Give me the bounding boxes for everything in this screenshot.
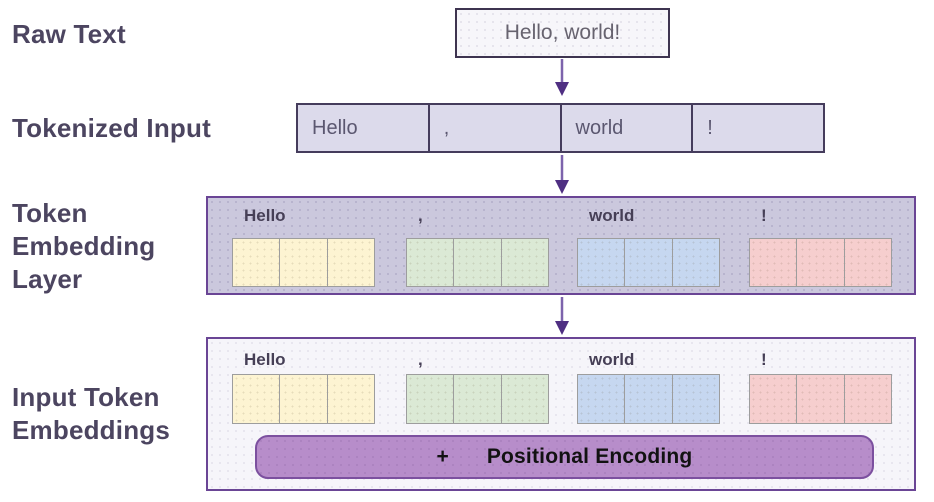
embedding-vector [749, 238, 892, 287]
embedding-group-label: world [589, 350, 635, 369]
embedding-cell [673, 239, 719, 286]
embedding-group-label: , [418, 206, 423, 225]
raw-text-box: Hello, world! [455, 8, 670, 58]
embedding-cell [673, 375, 719, 423]
flow-arrow-raw-to-tokens [555, 59, 569, 96]
embedding-cell [578, 375, 626, 423]
embedding-cell [502, 239, 548, 286]
embedding-vector [749, 374, 892, 424]
embedding-cell [280, 239, 328, 286]
embedding-cell [578, 239, 626, 286]
embedding-vector [232, 238, 375, 287]
token-embedding-layer-box: Hello , world ! [206, 196, 916, 295]
embedding-group-label: world [589, 206, 635, 225]
embedding-cell [625, 375, 673, 423]
stage-label-token-embedding-layer: Token Embedding Layer [12, 198, 156, 294]
embedding-cell [233, 375, 281, 423]
embedding-cell [407, 239, 455, 286]
stage-label-tokenized-input: Tokenized Input [12, 113, 211, 143]
tokenized-input-row: Hello , world ! [296, 103, 825, 153]
flow-arrow-embedding-to-input [555, 297, 569, 335]
input-token-embeddings-box: Hello , world ! [206, 337, 916, 491]
embedding-group-label: Hello [244, 206, 286, 225]
embedding-cell [407, 375, 455, 423]
embedding-vector [232, 374, 375, 424]
raw-text-value: Hello, world! [504, 21, 621, 44]
stage-label-input-token-embeddings: Input Token Embeddings [12, 382, 171, 445]
embedding-vector [406, 238, 549, 287]
positional-encoding-label: Positional Encoding [486, 445, 693, 468]
embedding-cell [280, 375, 328, 423]
stage-label-raw-text: Raw Text [12, 19, 126, 49]
embedding-cell [797, 239, 845, 286]
token-cell-hello: Hello [298, 105, 430, 151]
embedding-cell [328, 239, 374, 286]
token-cell-comma: , [430, 105, 562, 151]
token-cell-exclaim: ! [707, 116, 713, 139]
embedding-group-label: , [418, 350, 423, 369]
token-cell-world: world [562, 105, 694, 151]
embedding-group-label: Hello [244, 350, 286, 369]
embedding-vector [577, 374, 720, 424]
embedding-group-label: ! [761, 206, 767, 225]
embedding-cell [845, 375, 891, 423]
plus-sign: + [436, 445, 449, 468]
embedding-vector [577, 238, 720, 287]
embedding-cell [845, 239, 891, 286]
embedding-cell [454, 375, 502, 423]
embedding-cell [625, 239, 673, 286]
embedding-cell [502, 375, 548, 423]
embedding-vector [406, 374, 549, 424]
flow-arrow-tokens-to-embedding [555, 155, 569, 194]
embedding-cell [233, 239, 281, 286]
embedding-cell [454, 239, 502, 286]
positional-encoding-bar: + Positional Encoding [255, 435, 874, 479]
embedding-cell [797, 375, 845, 423]
embedding-group-label: ! [761, 350, 767, 369]
embedding-cell [750, 375, 798, 423]
embedding-cell [328, 375, 374, 423]
embedding-cell [750, 239, 798, 286]
